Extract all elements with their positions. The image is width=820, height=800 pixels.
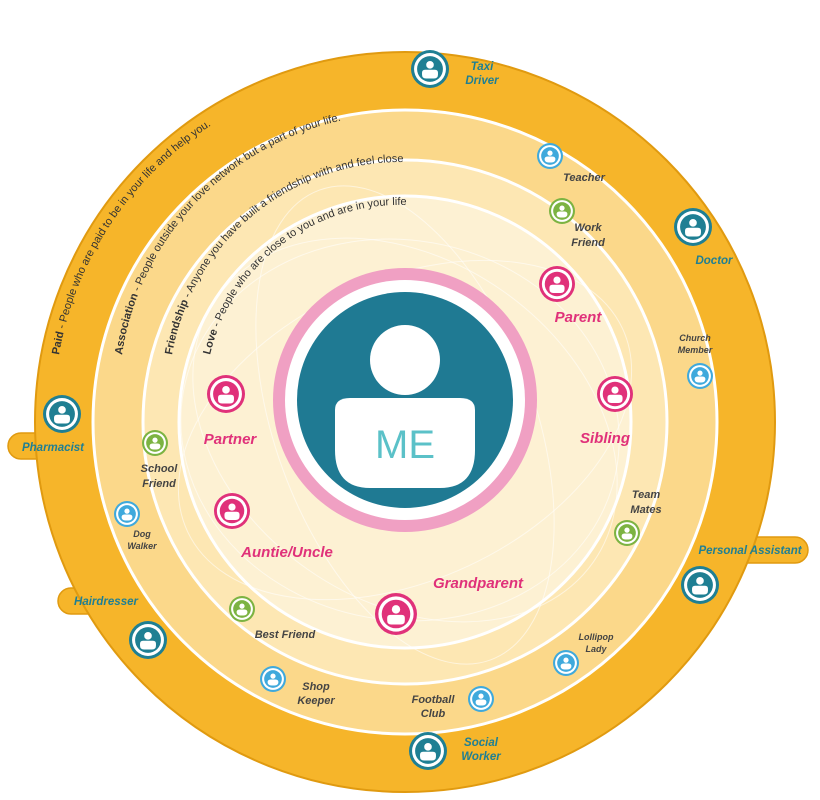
label-grandparent: Grandparent [433, 575, 524, 592]
me-label: ME [375, 423, 435, 467]
grandparent-person-icon [375, 593, 417, 635]
team-mates-person-icon [614, 520, 640, 546]
work-friend-person-icon [549, 198, 575, 224]
teacher-person-icon [537, 143, 563, 169]
label-doctor: Doctor [695, 255, 733, 267]
label-auntie-uncle: Auntie/Uncle [240, 544, 333, 561]
lollipop-lady-person-icon [553, 650, 579, 676]
football-club-person-icon [468, 686, 494, 712]
labels: Partner Parent Sibling Auntie/Uncle Gran… [22, 61, 803, 763]
school-friend-person-icon [142, 430, 168, 456]
best-friend-person-icon [229, 596, 255, 622]
label-personal-assistant: Personal Assistant [698, 545, 802, 557]
me-person-icon [335, 325, 475, 488]
label-best-friend: Best Friend [255, 629, 316, 641]
label-teacher: Teacher [563, 172, 606, 184]
shop-keeper-person-icon [260, 666, 286, 692]
doctor-person-icon [674, 208, 712, 246]
me-center: ME [273, 268, 537, 532]
label-pharmacist: Pharmacist [22, 442, 85, 454]
parent-person-icon [539, 266, 575, 302]
partner-person-icon [207, 375, 245, 413]
dog-walker-person-icon [114, 501, 140, 527]
sibling-person-icon [597, 376, 633, 412]
label-hairdresser: Hairdresser [74, 596, 138, 608]
hairdresser-person-icon [129, 621, 167, 659]
label-parent: Parent [555, 309, 603, 326]
taxi-driver-person-icon [411, 50, 449, 88]
pharmacist-person-icon [43, 395, 81, 433]
personal-assistant-person-icon [681, 566, 719, 604]
label-partner: Partner [204, 431, 258, 448]
person-icons [43, 50, 719, 770]
church-member-person-icon [687, 363, 713, 389]
auntie-uncle-person-icon [214, 493, 250, 529]
social-worker-person-icon [409, 732, 447, 770]
label-sibling: Sibling [580, 430, 630, 447]
